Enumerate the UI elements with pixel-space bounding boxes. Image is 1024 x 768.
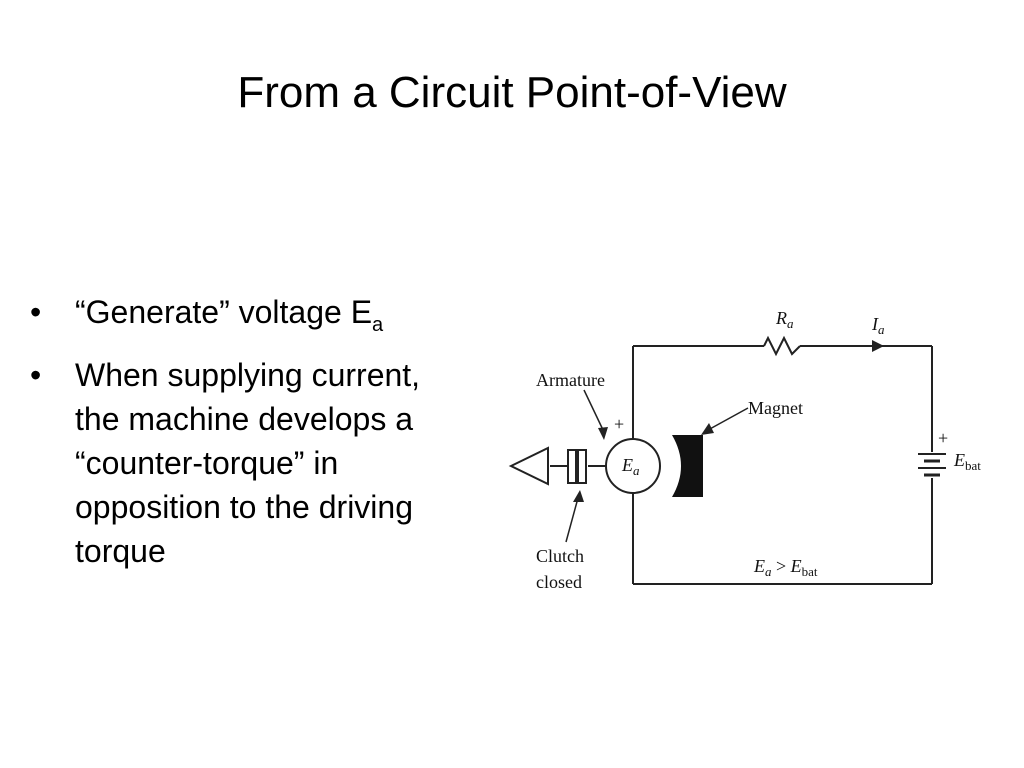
armature-pointer — [583, 389, 605, 433]
circuit-diagram: Ra Ia Armature Magnet + Ea + Ebat Clutch… — [508, 308, 981, 592]
battery-plus-label: + — [938, 428, 948, 448]
current-arrow — [872, 340, 884, 352]
bullet-text: “Generate” voltage E — [75, 294, 373, 330]
armature-label: Armature — [536, 370, 605, 390]
bullet-subscript: a — [372, 314, 384, 336]
clutch-label-line1: Clutch — [536, 546, 584, 566]
bullet-item-counter-torque: • When supplying current, the machine de… — [30, 353, 470, 573]
bullet-item-generate: • “Generate” voltage Ea — [30, 290, 470, 347]
resistor-ra — [763, 335, 801, 357]
armature-plus-label: + — [614, 414, 624, 434]
clutch-arrowhead — [573, 490, 584, 502]
armature-ea-label: Ea — [621, 455, 640, 478]
magnet-shape — [672, 435, 703, 497]
bullet-dot: • — [30, 357, 42, 393]
pointer-arrows — [565, 389, 749, 543]
bullet-dot: • — [30, 294, 42, 330]
slide-title: From a Circuit Point-of-View — [237, 68, 787, 117]
armature-arrowhead — [598, 427, 608, 440]
bullet-list: • “Generate” voltage Ea • When supplying… — [30, 290, 470, 579]
battery-ebat-label: Ebat — [953, 450, 981, 473]
shaft-and-clutch — [508, 446, 606, 486]
resistor-label: Ra — [775, 308, 794, 331]
clutch-label-line2: closed — [536, 572, 582, 592]
magnet-pointer — [707, 407, 749, 431]
clutch-pointer — [565, 497, 579, 543]
magnet-label: Magnet — [748, 398, 803, 418]
circuit-wires — [632, 335, 933, 585]
battery-symbol — [918, 453, 946, 477]
condition-label: Ea > Ebat — [753, 556, 818, 579]
magnet-arrowhead — [701, 423, 714, 435]
current-label: Ia — [871, 314, 885, 337]
bullet-text: When supplying current, the machine deve… — [75, 357, 421, 569]
